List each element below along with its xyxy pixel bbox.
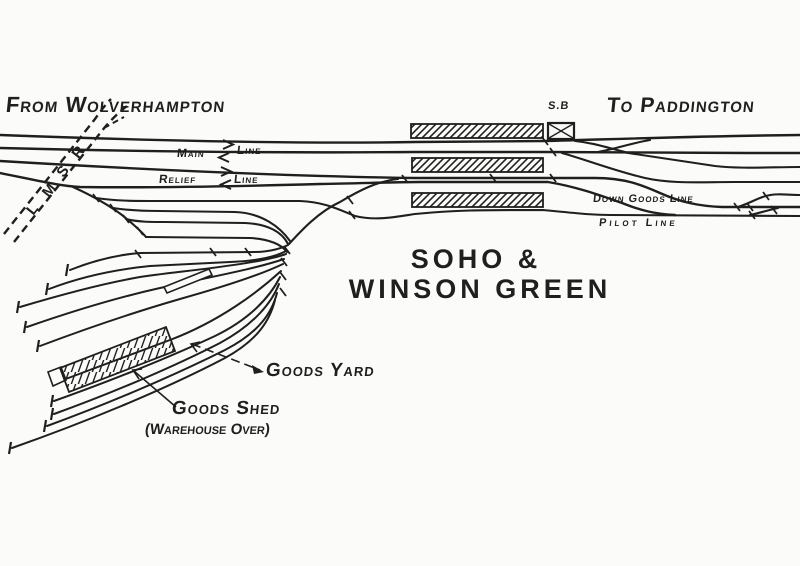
east-loop-track [623, 151, 800, 169]
loop-track-3 [144, 235, 289, 254]
siding-1 [69, 244, 289, 271]
lmsr-rail-2 [3, 98, 112, 235]
crossover-up [596, 138, 652, 154]
pilot-track [94, 196, 800, 220]
warehouse-over-label: (Warehouse Over) [144, 421, 271, 438]
goods-yard-leader-arrowhead [189, 341, 201, 353]
loading-bank [162, 267, 214, 295]
goods-shed-body [58, 325, 177, 394]
loop-track-1 [111, 206, 292, 243]
junction-ticks [92, 136, 778, 297]
siding-8 [53, 283, 280, 415]
platform-2 [411, 157, 544, 173]
siding-7 [53, 276, 281, 402]
goods-shed-leader-line [133, 370, 177, 408]
from-wolverhampton-label: From Wolverhampton [4, 92, 227, 117]
signal-box-label: S.B [547, 100, 571, 112]
siding-4 [26, 258, 285, 328]
signal-box-symbol [546, 121, 576, 141]
east-relief-track [560, 151, 800, 184]
pilot-line-label: Pilot Line [598, 217, 679, 229]
goods-yard-label: Goods Yard [264, 360, 376, 381]
relief-down-direction-arrow [218, 179, 232, 190]
yard-spine [287, 177, 400, 246]
down-goods-line-label: Down Goods Line [592, 193, 695, 205]
goods-yard-sidings [11, 244, 289, 449]
lmsr-fork-prong [103, 116, 125, 129]
station-title-line1: SOHO & [410, 244, 542, 274]
loop-track-2 [124, 217, 290, 246]
platforms [410, 123, 544, 208]
lmsr-railway-line [3, 98, 128, 243]
relief-line-name-label: Relief [158, 172, 198, 186]
siding-5 [39, 263, 284, 347]
main-up-direction-arrow [222, 139, 236, 150]
platform-3 [411, 192, 544, 208]
siding-10 [11, 299, 276, 449]
direction-arrows [216, 139, 236, 190]
running-lines [0, 133, 800, 217]
main-line-name-label: Main [176, 146, 206, 160]
yard-ladder [71, 185, 148, 239]
siding-3 [19, 253, 287, 308]
crossover-down [573, 139, 627, 154]
siding-9 [46, 292, 278, 427]
goods-shed-leader-arrowhead [131, 368, 143, 380]
up-relief-track [0, 171, 677, 217]
down-relief-track [0, 159, 800, 209]
buffer-stops [7, 263, 70, 455]
down-main-track [0, 133, 800, 144]
goods-shed-label: Goods Shed [170, 398, 282, 419]
main-line-suffix-label: Line [236, 143, 263, 157]
goods-yard-label-arrowhead [252, 365, 264, 374]
main-down-direction-arrow [216, 152, 230, 163]
to-paddington-label: To Paddington [605, 94, 757, 117]
platform-1 [410, 123, 544, 139]
shed-road [62, 270, 282, 381]
station-title-line2: WINSON GREEN [348, 274, 612, 304]
siding-2 [48, 250, 287, 290]
up-main-track [0, 146, 800, 155]
label-leaders [131, 341, 264, 408]
goods-shed-building [46, 325, 177, 394]
goods-yard-leader-line [191, 343, 261, 371]
relief-up-direction-arrow [220, 166, 234, 177]
goods-to-up-line [736, 193, 800, 209]
west-junction-curves [71, 177, 800, 254]
relief-line-suffix-label: Line [233, 172, 260, 186]
